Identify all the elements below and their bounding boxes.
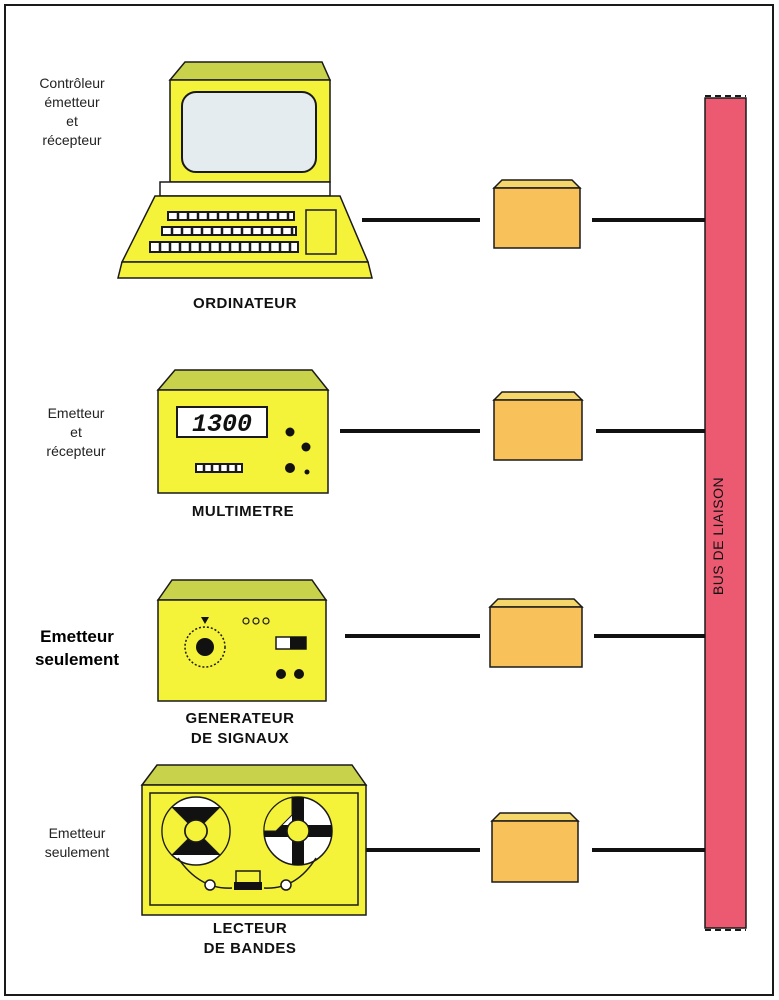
computer-icon xyxy=(117,61,373,279)
interface-box-3 xyxy=(488,598,584,668)
screen xyxy=(181,91,317,173)
key-row-3 xyxy=(149,241,299,253)
keypad xyxy=(305,209,337,255)
display-screen xyxy=(176,406,268,438)
diagram-frame xyxy=(4,4,774,996)
role-ordinateur: Contrôleur émetteur et récepteur xyxy=(39,75,105,148)
reel-right-icon xyxy=(263,796,333,866)
tape-head xyxy=(235,870,261,884)
bus-bar xyxy=(704,97,747,929)
role-multimetre: Emetteur et récepteur xyxy=(46,405,106,459)
label-lecteur: LECTEUR DE BANDES xyxy=(203,920,297,957)
label-generateur: GENERATEUR DE SIGNAUX xyxy=(185,710,295,747)
label-ordinateur: ORDINATEUR xyxy=(193,295,297,312)
label-multimetre: MULTIMETRE xyxy=(191,503,295,520)
display-value: 1300 xyxy=(192,410,252,439)
dial-icon xyxy=(184,626,226,668)
multimeter-icon: 1300 xyxy=(156,369,330,494)
key-row-1 xyxy=(167,211,295,221)
bus-label: BUS DE LIAISON xyxy=(710,476,726,596)
connection-lines xyxy=(340,218,705,852)
signal-generator-icon xyxy=(156,579,328,702)
interface-box-2 xyxy=(492,391,584,461)
bus-de-liaison xyxy=(704,95,747,931)
tape-reader-icon xyxy=(140,764,368,916)
role-generateur: Emetteur seulement xyxy=(34,627,120,669)
interface-box-4 xyxy=(490,812,580,883)
reel-left-icon xyxy=(161,796,231,866)
key-row-2 xyxy=(161,226,297,236)
interface-box-1 xyxy=(492,179,582,249)
role-lecteur: Emetteur seulement xyxy=(44,825,110,860)
